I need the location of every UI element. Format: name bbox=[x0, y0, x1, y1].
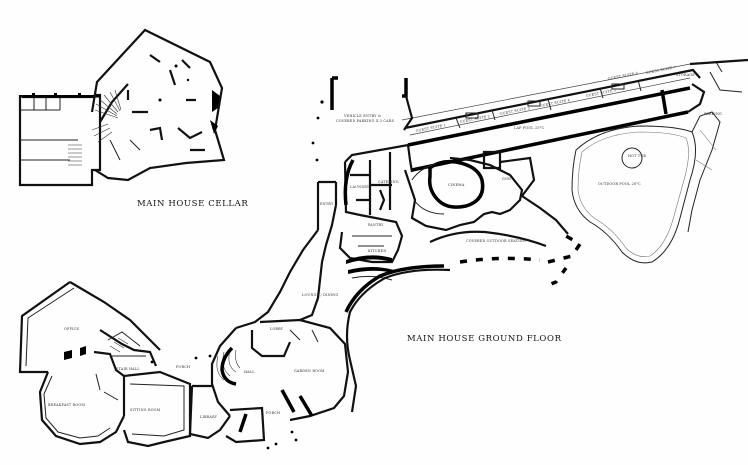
room-label-hot-tub: HOT TUB bbox=[628, 154, 646, 158]
room-label-guest-suite-2: GUEST SUITE 2 bbox=[459, 114, 490, 124]
room-label-guest-suite-7: GUEST SUITE 7 bbox=[645, 65, 676, 75]
ground-floor-central bbox=[188, 204, 583, 450]
room-label-vehicle-entry: VEHICLE ENTRY & bbox=[343, 114, 381, 118]
room-label-cinema: CINEMA bbox=[448, 183, 465, 187]
room-label-lounge-dining: LOUNGE / DINING bbox=[302, 293, 338, 297]
room-label-catering: CATERING bbox=[378, 180, 399, 184]
room-label-porch-2: PORCH bbox=[266, 411, 280, 415]
room-label-guest-suite-5: GUEST SUITE 5 bbox=[585, 88, 616, 98]
cellar-plan bbox=[18, 28, 226, 187]
room-label-porch: PORCH bbox=[176, 365, 190, 369]
room-labels: VEHICLE ENTRY & COVERED PARKING X 3 CARS… bbox=[48, 65, 722, 419]
room-label-outdoor-pool: OUTDOOR POOL 28°C bbox=[598, 182, 641, 186]
room-label-office: OFFICE bbox=[64, 327, 79, 331]
room-label-lobby: LOBBY bbox=[270, 327, 284, 331]
ground-floor-caption: MAIN HOUSE GROUND FLOOR bbox=[407, 334, 562, 344]
room-label-sitting-room: SITTING ROOM bbox=[130, 408, 161, 412]
room-label-breakfast-room: BREAKFAST ROOM bbox=[48, 403, 85, 407]
room-label-laundry: LAUNDRY bbox=[350, 185, 370, 189]
room-label-pantry: PANTRY bbox=[368, 223, 384, 227]
room-label-hall: HALL bbox=[244, 370, 255, 374]
room-label-gym: GYM bbox=[502, 177, 511, 181]
room-label-guest-suite-4: GUEST SUITE 4 bbox=[539, 98, 570, 108]
room-label-guest-suite-6: GUEST SUITE 6 bbox=[607, 71, 638, 81]
room-label-kitchen: KITCHEN bbox=[368, 249, 387, 253]
room-label-stair-hall: STAIR HALL bbox=[116, 367, 140, 371]
room-label-parking: PARKING bbox=[704, 112, 722, 116]
cellar-caption: MAIN HOUSE CELLAR bbox=[137, 199, 248, 209]
room-label-entry: ENTRY bbox=[320, 202, 334, 206]
room-label-guest-suite-1: GUEST SUITE 1 bbox=[415, 123, 446, 133]
room-label-vehicle-entry-2: COVERED PARKING X 3 CARS bbox=[336, 119, 395, 123]
room-label-garden-room: GARDEN ROOM bbox=[294, 369, 325, 373]
room-label-lap-pool: LAP POOL 25°C bbox=[514, 126, 545, 130]
room-label-library: LIBRARY bbox=[200, 415, 218, 419]
room-label-storage: STORAGE bbox=[676, 73, 695, 77]
room-label-covered-outdoor-seating: COVERED OUTDOOR SEATING bbox=[466, 239, 526, 243]
ground-floor-west-wing bbox=[18, 281, 212, 448]
ground-floor-east-wing bbox=[311, 58, 748, 281]
room-label-guest-suite-3: GUEST SUITE 3 bbox=[499, 106, 530, 116]
